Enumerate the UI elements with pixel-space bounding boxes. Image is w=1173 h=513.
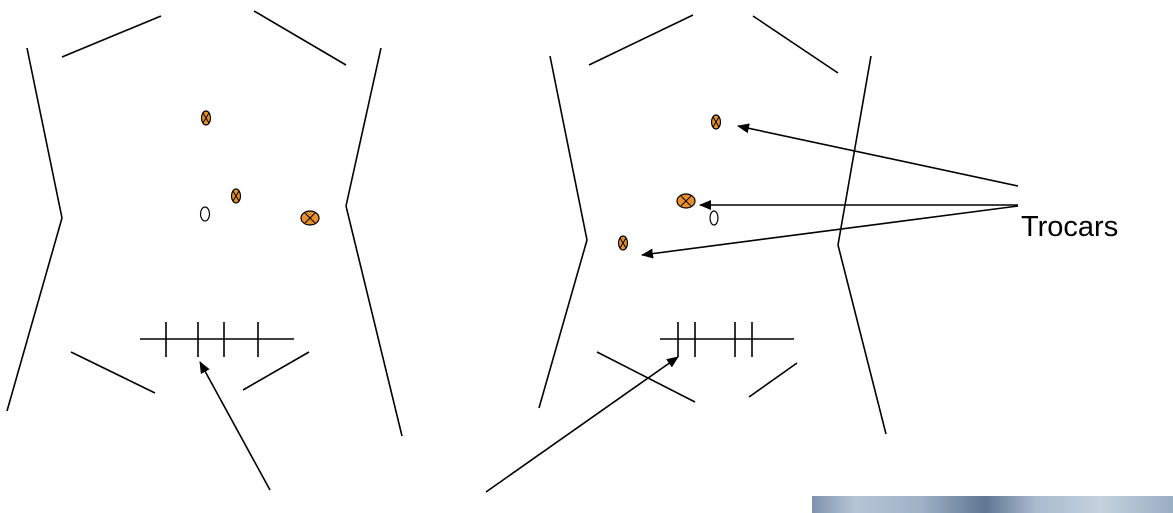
left-trocar-port-upper (200, 110, 212, 126)
arrow-to-left-incision (199, 361, 271, 491)
right-trocar-port-middle (676, 193, 696, 209)
left-trocar-port-right (300, 210, 320, 226)
trocars-label: Trocars (1021, 211, 1119, 243)
right-incision (660, 322, 794, 357)
right-trocar-port-left (617, 235, 629, 251)
photo-thumbnail (812, 496, 1173, 513)
left-trocar-port-middle (230, 188, 242, 204)
arrow-to-left-trocar (641, 205, 1019, 259)
left-incision (140, 322, 294, 357)
arrow-to-right-incision (485, 356, 679, 493)
left-torso-outline (6, 10, 403, 437)
right-trocar-port-upper (710, 114, 722, 130)
left-open-port (199, 206, 211, 222)
right-open-port (709, 210, 719, 226)
arrow-to-upper-trocar (737, 123, 1019, 187)
